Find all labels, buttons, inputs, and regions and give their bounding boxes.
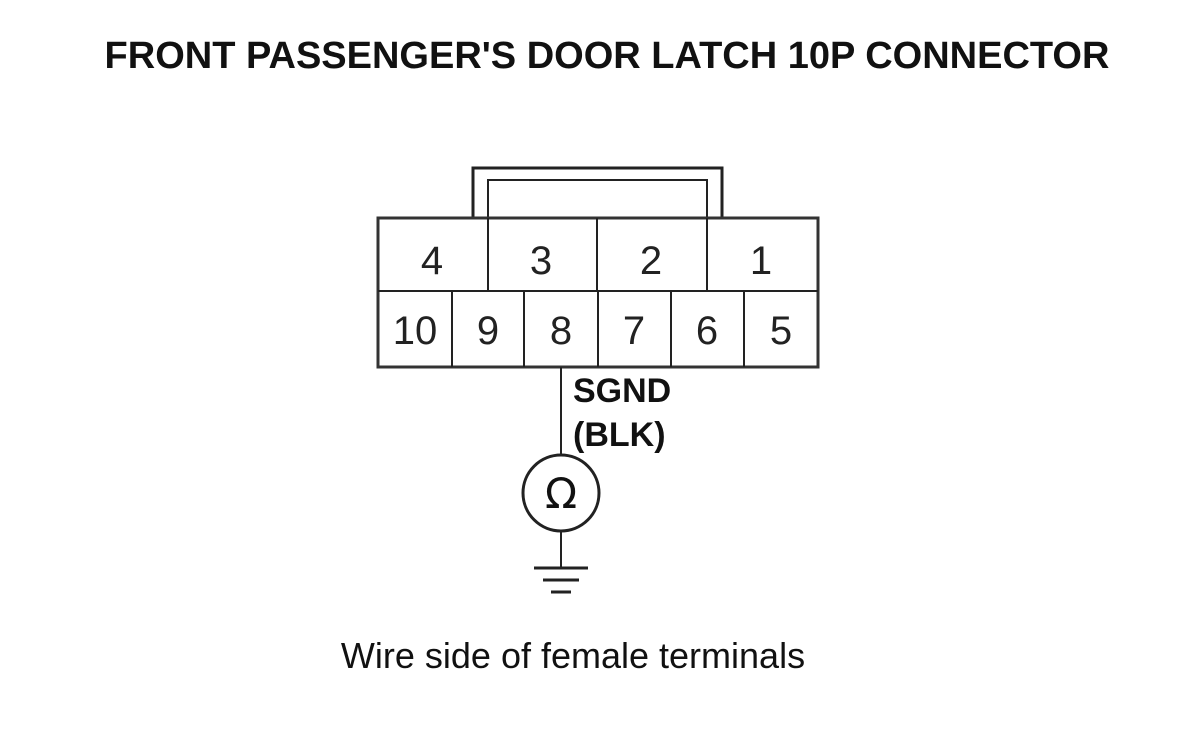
connector-latch: [471, 166, 724, 218]
pin-10-label: 10: [393, 309, 438, 353]
diagram-caption: Wire side of female terminals: [341, 635, 805, 676]
pin-3-label: 3: [530, 239, 552, 283]
ohmmeter-icon: Ω: [521, 453, 601, 533]
wire-signal-label: SGND: [573, 372, 671, 410]
pin-5-label: 5: [770, 309, 792, 353]
pin-9-label: 9: [477, 309, 499, 353]
pin-4-label: 4: [421, 239, 443, 283]
connector-body: [376, 216, 820, 369]
pin-6-label: 6: [696, 309, 718, 353]
pin-2-label: 2: [640, 239, 662, 283]
ohm-symbol: Ω: [545, 469, 577, 518]
wire-color-label: (BLK): [573, 416, 666, 454]
pin-8-label: 8: [550, 309, 572, 353]
pin-7-label: 7: [623, 309, 645, 353]
page-title: FRONT PASSENGER'S DOOR LATCH 10P CONNECT…: [105, 35, 1110, 77]
pin-1-label: 1: [750, 239, 772, 283]
ground-icon: [534, 566, 588, 594]
